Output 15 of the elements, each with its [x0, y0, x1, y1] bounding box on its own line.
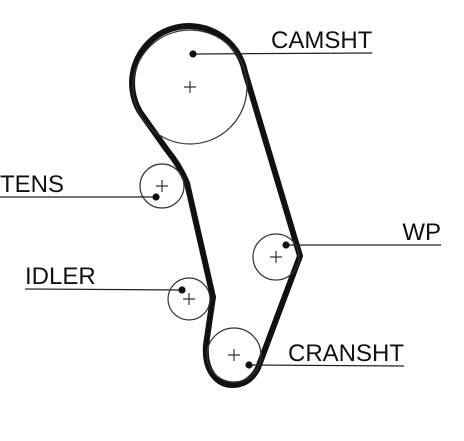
leader-line [25, 286, 186, 294]
pulley [252, 233, 300, 281]
pulley [132, 29, 248, 145]
pulley [206, 327, 262, 383]
part-label: WP [402, 221, 441, 245]
leader-line [282, 241, 441, 249]
leader-line [0, 193, 160, 201]
pulley [167, 277, 211, 321]
part-label: IDLER [25, 265, 96, 289]
part-label: CAMSHT [271, 29, 372, 53]
part-label: CRANSHT [288, 342, 404, 366]
leader-line [245, 361, 404, 369]
pulley [139, 163, 185, 209]
part-label: TENS [0, 173, 64, 197]
leader-line [189, 50, 372, 58]
